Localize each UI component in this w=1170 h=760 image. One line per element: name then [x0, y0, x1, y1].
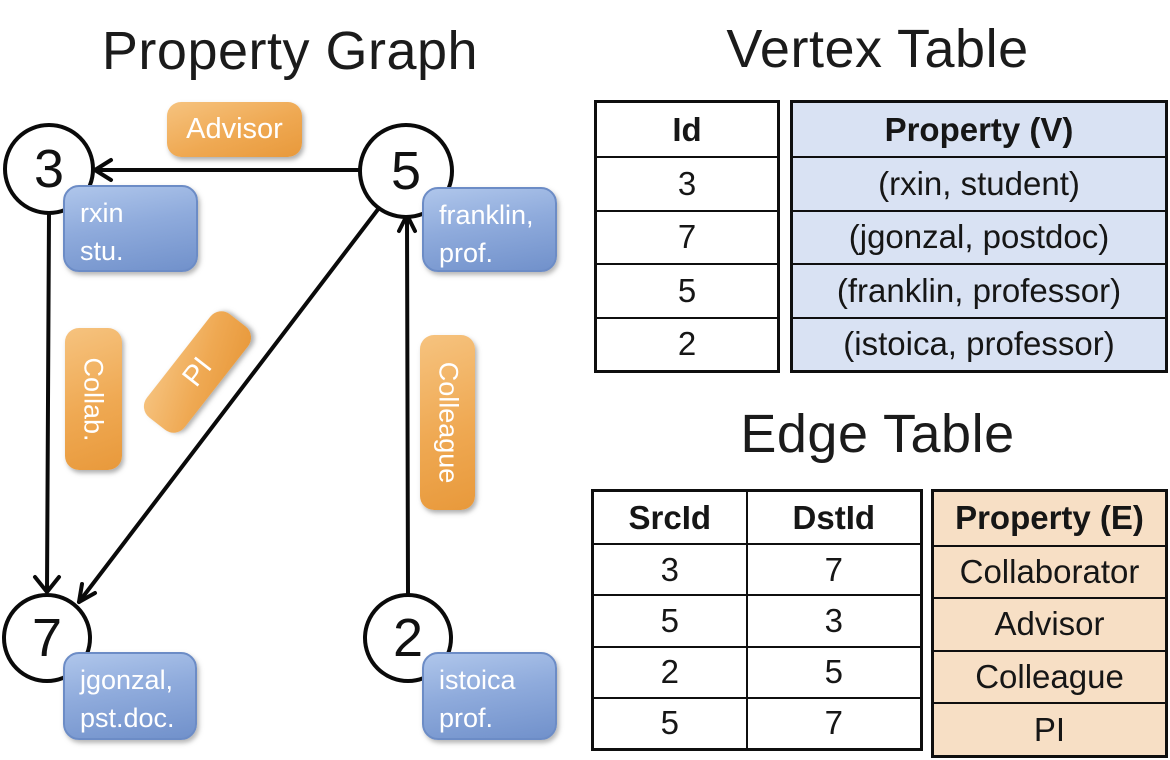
edge-label-pi-text: PI — [176, 351, 219, 393]
edge-label-collab-text: Collab. — [79, 356, 110, 442]
edge-table-property-header: Property (E) — [934, 492, 1165, 545]
edge-5-to-7-arrow — [77, 206, 381, 604]
vertex-prop-box-2: istoica prof. — [422, 652, 557, 740]
vertex-table-id-cell: 2 — [677, 325, 697, 363]
vertex-prop-7-line1: jgonzal, — [80, 665, 174, 695]
vertex-table-id-column: Id 3 7 5 2 — [594, 100, 780, 373]
vertex-prop-box-7: jgonzal, pst.doc. — [63, 652, 197, 740]
vertex-prop-2-line1: istoica — [439, 665, 516, 695]
edge-table-src-cell: 5 — [660, 704, 679, 742]
edge-table-src-cell: 5 — [660, 601, 679, 639]
edge-table-src-cell: 3 — [660, 550, 679, 588]
property-graph-title: Property Graph — [101, 21, 479, 81]
vertex-table-property-cell: (jgonzal, postdoc) — [793, 211, 1165, 264]
vertex-table-id-header: Id — [672, 110, 702, 148]
vertex-table-id-cell: 5 — [677, 271, 697, 309]
node-7-id: 7 — [31, 608, 63, 668]
node-5-id: 5 — [390, 141, 422, 201]
edge-table-title: Edge Table — [740, 404, 1015, 464]
vertex-table-property-header: Property (V) — [793, 103, 1165, 157]
edge-5-to-3-arrow — [93, 158, 362, 182]
vertex-table-property-column: Property (V) (rxin, student) (jgonzal, p… — [790, 100, 1168, 373]
vertex-table-property-cell: (franklin, professor) — [793, 265, 1165, 317]
vertex-prop-box-3: rxin stu. — [63, 185, 198, 272]
edge-3-to-7-arrow — [33, 211, 61, 594]
vertex-prop-5-line2: prof. — [439, 238, 494, 269]
edge-table-property-cell: PI — [934, 704, 1165, 755]
vertex-prop-3-line2: stu. — [80, 236, 124, 267]
edge-table-src-cell: 2 — [660, 653, 679, 691]
edge-label-colleague-text: Colleague — [433, 361, 463, 484]
vertex-prop-box-5: franklin, prof. — [422, 187, 557, 272]
edge-table-srcid-header: SrcId — [628, 498, 712, 536]
edge-table-property-cell: Advisor — [934, 599, 1165, 650]
vertex-prop-3-line1: rxin — [80, 198, 124, 228]
vertex-table-title: Vertex Table — [726, 19, 1029, 79]
vertex-table-property-cell: (rxin, student) — [793, 158, 1165, 210]
vertex-table-id-cell: 3 — [677, 165, 697, 203]
edge-label-advisor-text: Advisor — [186, 113, 283, 145]
edge-table-property-column: Property (E) Collaborator Advisor Collea… — [931, 489, 1168, 758]
edge-table-dst-cell: 7 — [745, 698, 920, 748]
node-2-id: 2 — [392, 608, 424, 668]
edge-2-to-5-arrow — [397, 213, 417, 595]
edge-table-property-cell: Colleague — [934, 651, 1165, 703]
edge-label-colleague: Colleague — [420, 335, 475, 510]
vertex-prop-5-line1: franklin, — [439, 200, 534, 230]
edge-table-dst-cell: 5 — [745, 647, 920, 697]
edge-table-dst-cell: 7 — [745, 545, 920, 595]
edge-label-advisor: Advisor — [167, 102, 302, 157]
vertex-table-property-cell: (istoica, professor) — [793, 318, 1165, 370]
edge-label-collab: Collab. — [65, 328, 122, 470]
edge-table-dstid-header: DstId — [745, 492, 920, 544]
edge-table-id-columns: SrcId DstId 3 7 5 3 2 5 5 7 — [591, 489, 923, 751]
node-3-id: 3 — [33, 139, 65, 199]
vertex-prop-7-line2: pst.doc. — [80, 703, 175, 734]
edge-table-property-cell: Collaborator — [934, 546, 1165, 598]
edge-table-dst-cell: 3 — [745, 596, 920, 646]
vertex-table-id-cell: 7 — [677, 218, 697, 256]
graph-node-2: 2 — [363, 593, 453, 683]
vertex-prop-2-line2: prof. — [439, 703, 494, 734]
